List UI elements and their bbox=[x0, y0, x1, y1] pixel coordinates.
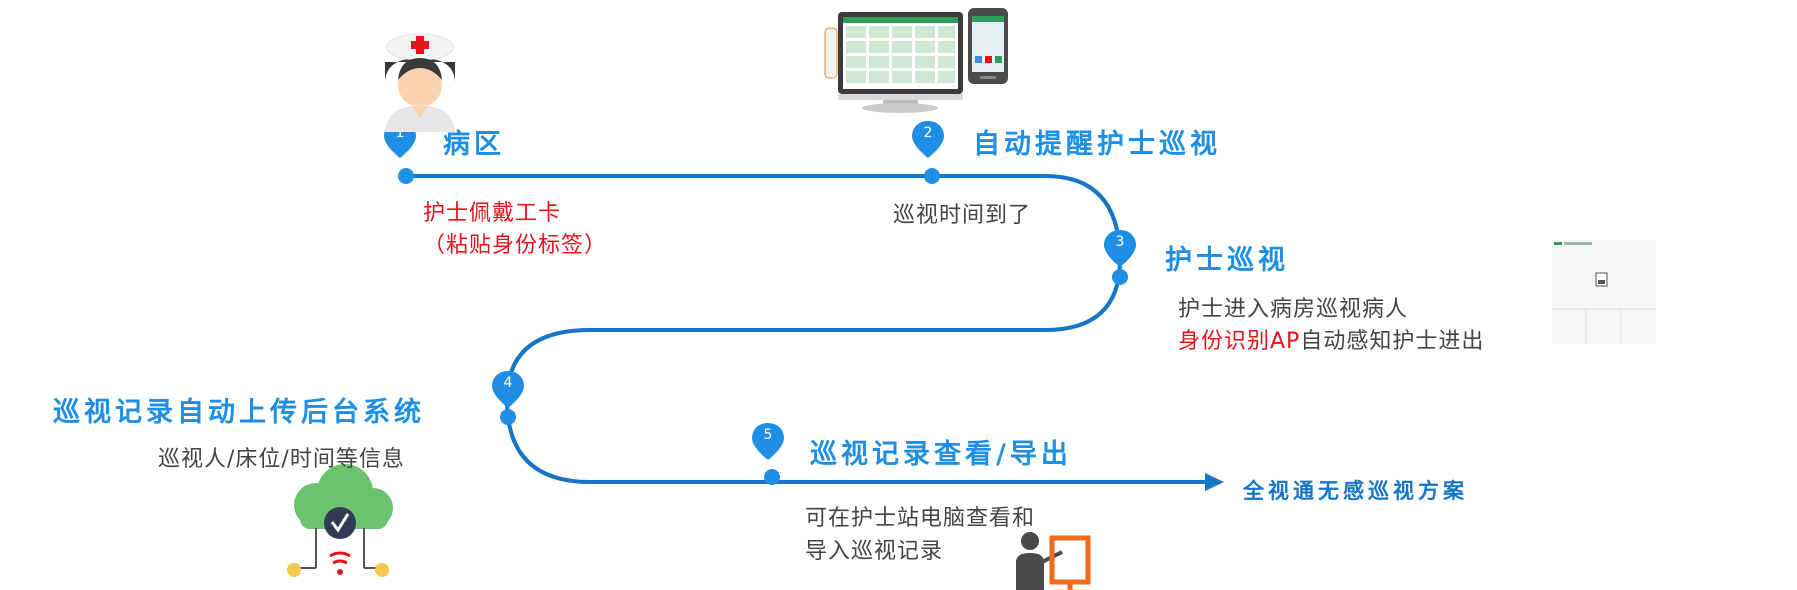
path-dot-3 bbox=[1112, 269, 1128, 285]
pin-marker-5: 5 bbox=[752, 423, 784, 460]
smartphone-icon bbox=[968, 8, 1008, 84]
nurse-icon bbox=[385, 33, 455, 132]
step-3-title: 护士巡视 bbox=[1165, 245, 1289, 276]
pin-marker-2: 2 bbox=[912, 121, 944, 158]
pin-marker-3: 3 bbox=[1104, 230, 1136, 267]
step-1-desc-line-2: （粘贴身份标签） bbox=[423, 233, 608, 258]
step-1-title: 病区 bbox=[443, 129, 505, 160]
step-4-title: 巡视记录自动上传后台系统 bbox=[53, 397, 425, 428]
path-dot-1 bbox=[398, 168, 414, 184]
step-5-desc-line-2: 导入巡视记录 bbox=[805, 539, 944, 564]
pin-number: 4 bbox=[504, 375, 513, 391]
pin-number: 3 bbox=[1116, 234, 1125, 250]
pin-marker-4: 4 bbox=[492, 371, 524, 408]
arrow-head bbox=[1205, 473, 1224, 491]
ap-device-icon bbox=[1552, 240, 1656, 344]
step-3-desc-highlight: 身份识别AP bbox=[1178, 329, 1301, 354]
step-3-desc-line-1: 护士进入病房巡视病人 bbox=[1178, 297, 1409, 322]
step-3-desc-tail: 自动感知护士进出 bbox=[1300, 329, 1485, 354]
path-dot-4 bbox=[500, 409, 516, 425]
end-label: 全视通无感巡视方案 bbox=[1243, 479, 1468, 503]
step-2-desc: 巡视时间到了 bbox=[893, 203, 1032, 228]
path-dot-5 bbox=[764, 469, 780, 485]
monitor-terminal-icon bbox=[824, 12, 963, 113]
step-3-desc-line-2: 身份识别AP自动感知护士进出 bbox=[1178, 323, 1484, 355]
step-2-title: 自动提醒护士巡视 bbox=[973, 129, 1221, 160]
step-5-desc-line-1: 可在护士站电脑查看和 bbox=[805, 506, 1036, 531]
pin-number: 1 bbox=[396, 125, 405, 141]
flow-path bbox=[405, 174, 1210, 484]
step-5-title: 巡视记录查看/导出 bbox=[810, 439, 1072, 470]
presenter-icon bbox=[1016, 532, 1091, 590]
step-1-desc-line-1: 护士佩戴工卡 bbox=[423, 201, 562, 226]
path-dot-2 bbox=[924, 168, 940, 184]
cloud-upload-icon bbox=[287, 464, 393, 577]
pin-number: 2 bbox=[924, 125, 933, 141]
pin-number: 5 bbox=[764, 427, 773, 443]
step-4-desc: 巡视人/床位/时间等信息 bbox=[158, 447, 405, 472]
